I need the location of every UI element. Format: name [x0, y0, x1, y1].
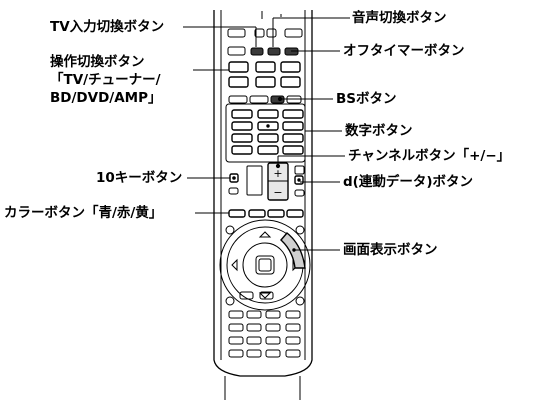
operation-switch-buttons: [228, 61, 301, 88]
label-operation-switch: 操作切換ボタン 「TV/チューナー/ BD/DVD/AMP」: [50, 53, 162, 107]
label-tv-input: TV入力切換ボタン: [50, 19, 165, 35]
enter-button: [255, 255, 275, 275]
number-pad-frame: [225, 103, 306, 163]
label-audio-switch: 音声切換ボタン: [352, 10, 447, 26]
channel-plus-glyph: +: [273, 167, 282, 180]
label-color-buttons: カラーボタン「青/赤/黄」: [4, 205, 163, 221]
label-off-timer: オフタイマーボタン: [343, 43, 465, 59]
remote-body: [213, 10, 313, 377]
nav-ring: [219, 219, 311, 311]
leader-lines: [183, 17, 350, 251]
audio-switch-button: [267, 47, 281, 56]
number-buttons: [231, 109, 304, 155]
label-screen-display: 画面表示ボタン: [343, 242, 438, 258]
label-operation-switch-line3: BD/DVD/AMP」: [50, 90, 162, 106]
channel-minus-glyph: −: [273, 186, 282, 199]
label-d-data: d(連動データ)ボタン: [343, 174, 474, 190]
label-operation-switch-line1: 操作切換ボタン: [50, 54, 145, 70]
label-number: 数字ボタン: [345, 123, 413, 139]
power-button: [227, 28, 246, 38]
d-data-button: [294, 175, 304, 185]
label-channel: チャンネルボタン「+/−」: [348, 148, 511, 164]
label-operation-switch-line2: 「TV/チューナー/: [50, 72, 161, 88]
label-bs: BSボタン: [336, 91, 397, 107]
label-ten-key: 10キーボタン: [96, 170, 183, 186]
color-buttons: [228, 209, 304, 218]
tv-input-button: [250, 47, 264, 56]
